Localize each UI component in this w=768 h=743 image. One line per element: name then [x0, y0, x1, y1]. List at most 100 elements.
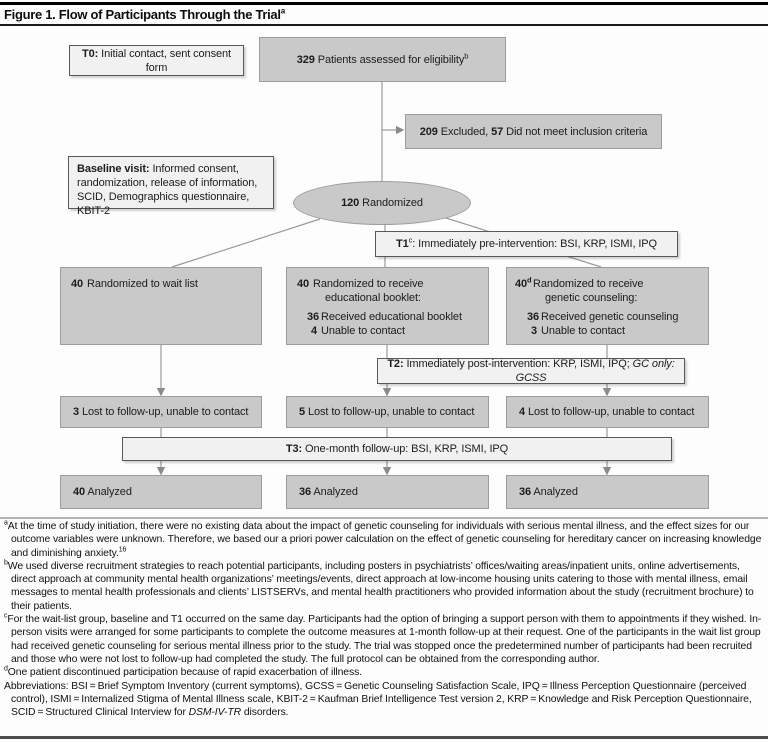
booklet-text-3: Received educational booklet	[321, 311, 462, 323]
footnote-b: bWe used diverse recruitment strategies …	[4, 559, 763, 613]
excluded-count-2: 57	[491, 125, 504, 138]
analyzed-booklet-box: 36 Analyzed	[286, 475, 489, 509]
lost-genetic-count: 4	[519, 406, 526, 418]
abbreviations-text: Abbreviations: BSI = Brief Symptom Inven…	[4, 680, 752, 719]
abbreviations-italic: DSM-IV-TR	[188, 707, 242, 719]
t1-label: T1c: Immediately pre-intervention: BSI, …	[395, 235, 658, 251]
footnote-b-text: We used diverse recruitment strategies t…	[7, 560, 754, 612]
figure-title: Figure 1. Flow of Participants Through t…	[4, 7, 285, 22]
eligibility-count: 329	[296, 53, 315, 66]
genetic-text-1: Randomized to receive	[533, 278, 644, 290]
top-rule	[0, 2, 768, 5]
eligibility-box: 329 Patients assessed for eligibilityb	[259, 37, 506, 82]
footnotes: aAt the time of study initiation, there …	[4, 520, 763, 719]
analyzed-booklet-count: 36	[299, 486, 312, 498]
excluded-box: 209 Excluded, 57 Did not meet inclusion …	[405, 114, 662, 149]
booklet-count: 40	[295, 277, 313, 291]
excluded-count: 209	[419, 125, 438, 138]
footnote-rule	[0, 517, 768, 519]
genetic-count: 40d	[515, 276, 533, 291]
genetic-text-2: genetic counseling:	[545, 292, 638, 304]
analyzed-waitlist-count: 40	[73, 486, 86, 498]
footnote-c-text: For the wait-list group, baseline and T1…	[7, 614, 762, 665]
booklet-text-1: Randomized to receive	[313, 278, 424, 290]
excluded-label: 209 Excluded, 57 Did not meet inclusion …	[420, 125, 648, 139]
lost-waitlist-count: 3	[73, 406, 80, 418]
booklet-count-3: 4	[310, 325, 317, 337]
t1-superscript: c	[408, 235, 413, 245]
lost-genetic-text: Lost to follow-up, unable to contact	[525, 406, 695, 418]
analyzed-booklet-text: Analyzed	[311, 486, 358, 498]
figure-title-text: Figure 1. Flow of Participants Through t…	[4, 7, 281, 22]
footnote-d-text: One patient discontinued participation b…	[7, 667, 362, 679]
t0-box: T0: Initial contact, sent consent form	[69, 45, 244, 76]
randomized-count: 120	[341, 197, 360, 209]
genetic-row-2: genetic counseling:	[545, 291, 702, 305]
eligibility-text: Patients assessed for eligibility	[314, 53, 465, 66]
t0-label: T0: Initial contact, sent consent form	[70, 47, 243, 75]
t3-label: T3: One-month follow-up: BSI, KRP, ISMI,…	[286, 442, 508, 456]
excluded-text: Excluded,	[437, 125, 492, 138]
waitlist-row: 40 Randomized to wait list	[69, 277, 255, 291]
lost-waitlist-label: 3 Lost to follow-up, unable to contact	[73, 405, 248, 419]
footnote-a-marker: a	[4, 519, 8, 527]
analyzed-waitlist-label: 40 Analyzed	[73, 485, 132, 499]
booklet-text-2: educational booklet:	[325, 292, 421, 304]
t2-label-italic: GC only: GCSS	[515, 358, 675, 384]
eligibility-superscript: b	[464, 50, 469, 60]
lost-booklet-text: Lost to follow-up, unable to contact	[305, 406, 475, 418]
randomized-label: 120 Randomized	[341, 196, 423, 210]
abbreviations: Abbreviations: BSI = Brief Symptom Inven…	[4, 680, 763, 720]
lost-genetic-label: 4 Lost to follow-up, unable to contact	[519, 405, 694, 419]
genetic-text-4: Unable to contact	[541, 325, 625, 337]
genetic-count-value: 40	[515, 278, 528, 290]
t3-box: T3: One-month follow-up: BSI, KRP, ISMI,…	[122, 437, 672, 461]
excluded-text-2: Did not meet inclusion criteria	[503, 125, 648, 138]
lost-booklet-label: 5 Lost to follow-up, unable to contact	[299, 405, 474, 419]
t3-label-text: One-month follow-up: BSI, KRP, ISMI, IPQ	[302, 443, 509, 455]
t2-label-bold: T2:	[387, 358, 404, 370]
t2-label: T2: Immediately post-intervention: KRP, …	[378, 357, 684, 385]
title-rule	[0, 24, 768, 26]
t1-label-text: : Immediately pre-intervention: BSI, KRP…	[412, 238, 658, 250]
analyzed-waitlist-text: Analyzed	[85, 486, 132, 498]
booklet-text-4: Unable to contact	[321, 325, 405, 337]
analyzed-booklet-label: 36 Analyzed	[299, 485, 358, 499]
footnote-a: aAt the time of study initiation, there …	[4, 520, 763, 560]
t2-box: T2: Immediately post-intervention: KRP, …	[377, 358, 685, 384]
analyzed-genetic-label: 36 Analyzed	[519, 485, 578, 499]
randomized-ellipse: 120 Randomized	[293, 181, 471, 225]
baseline-box: Baseline visit: Informed consent, random…	[68, 156, 274, 217]
genetic-row-4: 3 Unable to contact	[527, 324, 702, 338]
t1-label-bold: T1	[395, 238, 409, 250]
randomized-text: Randomized	[359, 197, 423, 209]
baseline-label-bold: Baseline visit:	[77, 163, 150, 175]
booklet-count-value: 40	[296, 278, 309, 290]
eligibility-label: 329 Patients assessed for eligibilityb	[296, 50, 469, 67]
booklet-row-1: 40 Randomized to receive	[295, 277, 482, 291]
analyzed-waitlist-box: 40 Analyzed	[60, 475, 262, 509]
t3-label-bold: T3:	[285, 443, 303, 455]
footnote-d-marker: d	[4, 665, 8, 673]
baseline-label-text: Informed consent, randomization, release…	[77, 163, 258, 217]
footnote-a-text: At the time of study initiation, there w…	[7, 521, 762, 559]
genetic-count-3: 3	[530, 325, 537, 337]
figure-title-superscript: a	[280, 6, 285, 16]
footnote-a-citation: 16	[118, 546, 127, 554]
t2-label-text: Immediately post-intervention: KRP, ISMI…	[403, 358, 633, 370]
waitlist-text: Randomized to wait list	[87, 278, 198, 290]
waitlist-box: 40 Randomized to wait list	[60, 267, 262, 345]
booklet-count-2: 36	[307, 311, 320, 323]
t0-label-bold: T0:	[82, 47, 99, 60]
booklet-box: 40 Randomized to receive educational book…	[286, 267, 489, 345]
footnote-c: cFor the wait-list group, baseline and T…	[4, 613, 763, 666]
lost-waitlist-box: 3 Lost to follow-up, unable to contact	[60, 396, 262, 428]
waitlist-count: 40	[70, 278, 83, 290]
footnote-d: dOne patient discontinued participation …	[4, 666, 763, 679]
bottom-rule	[0, 736, 768, 739]
